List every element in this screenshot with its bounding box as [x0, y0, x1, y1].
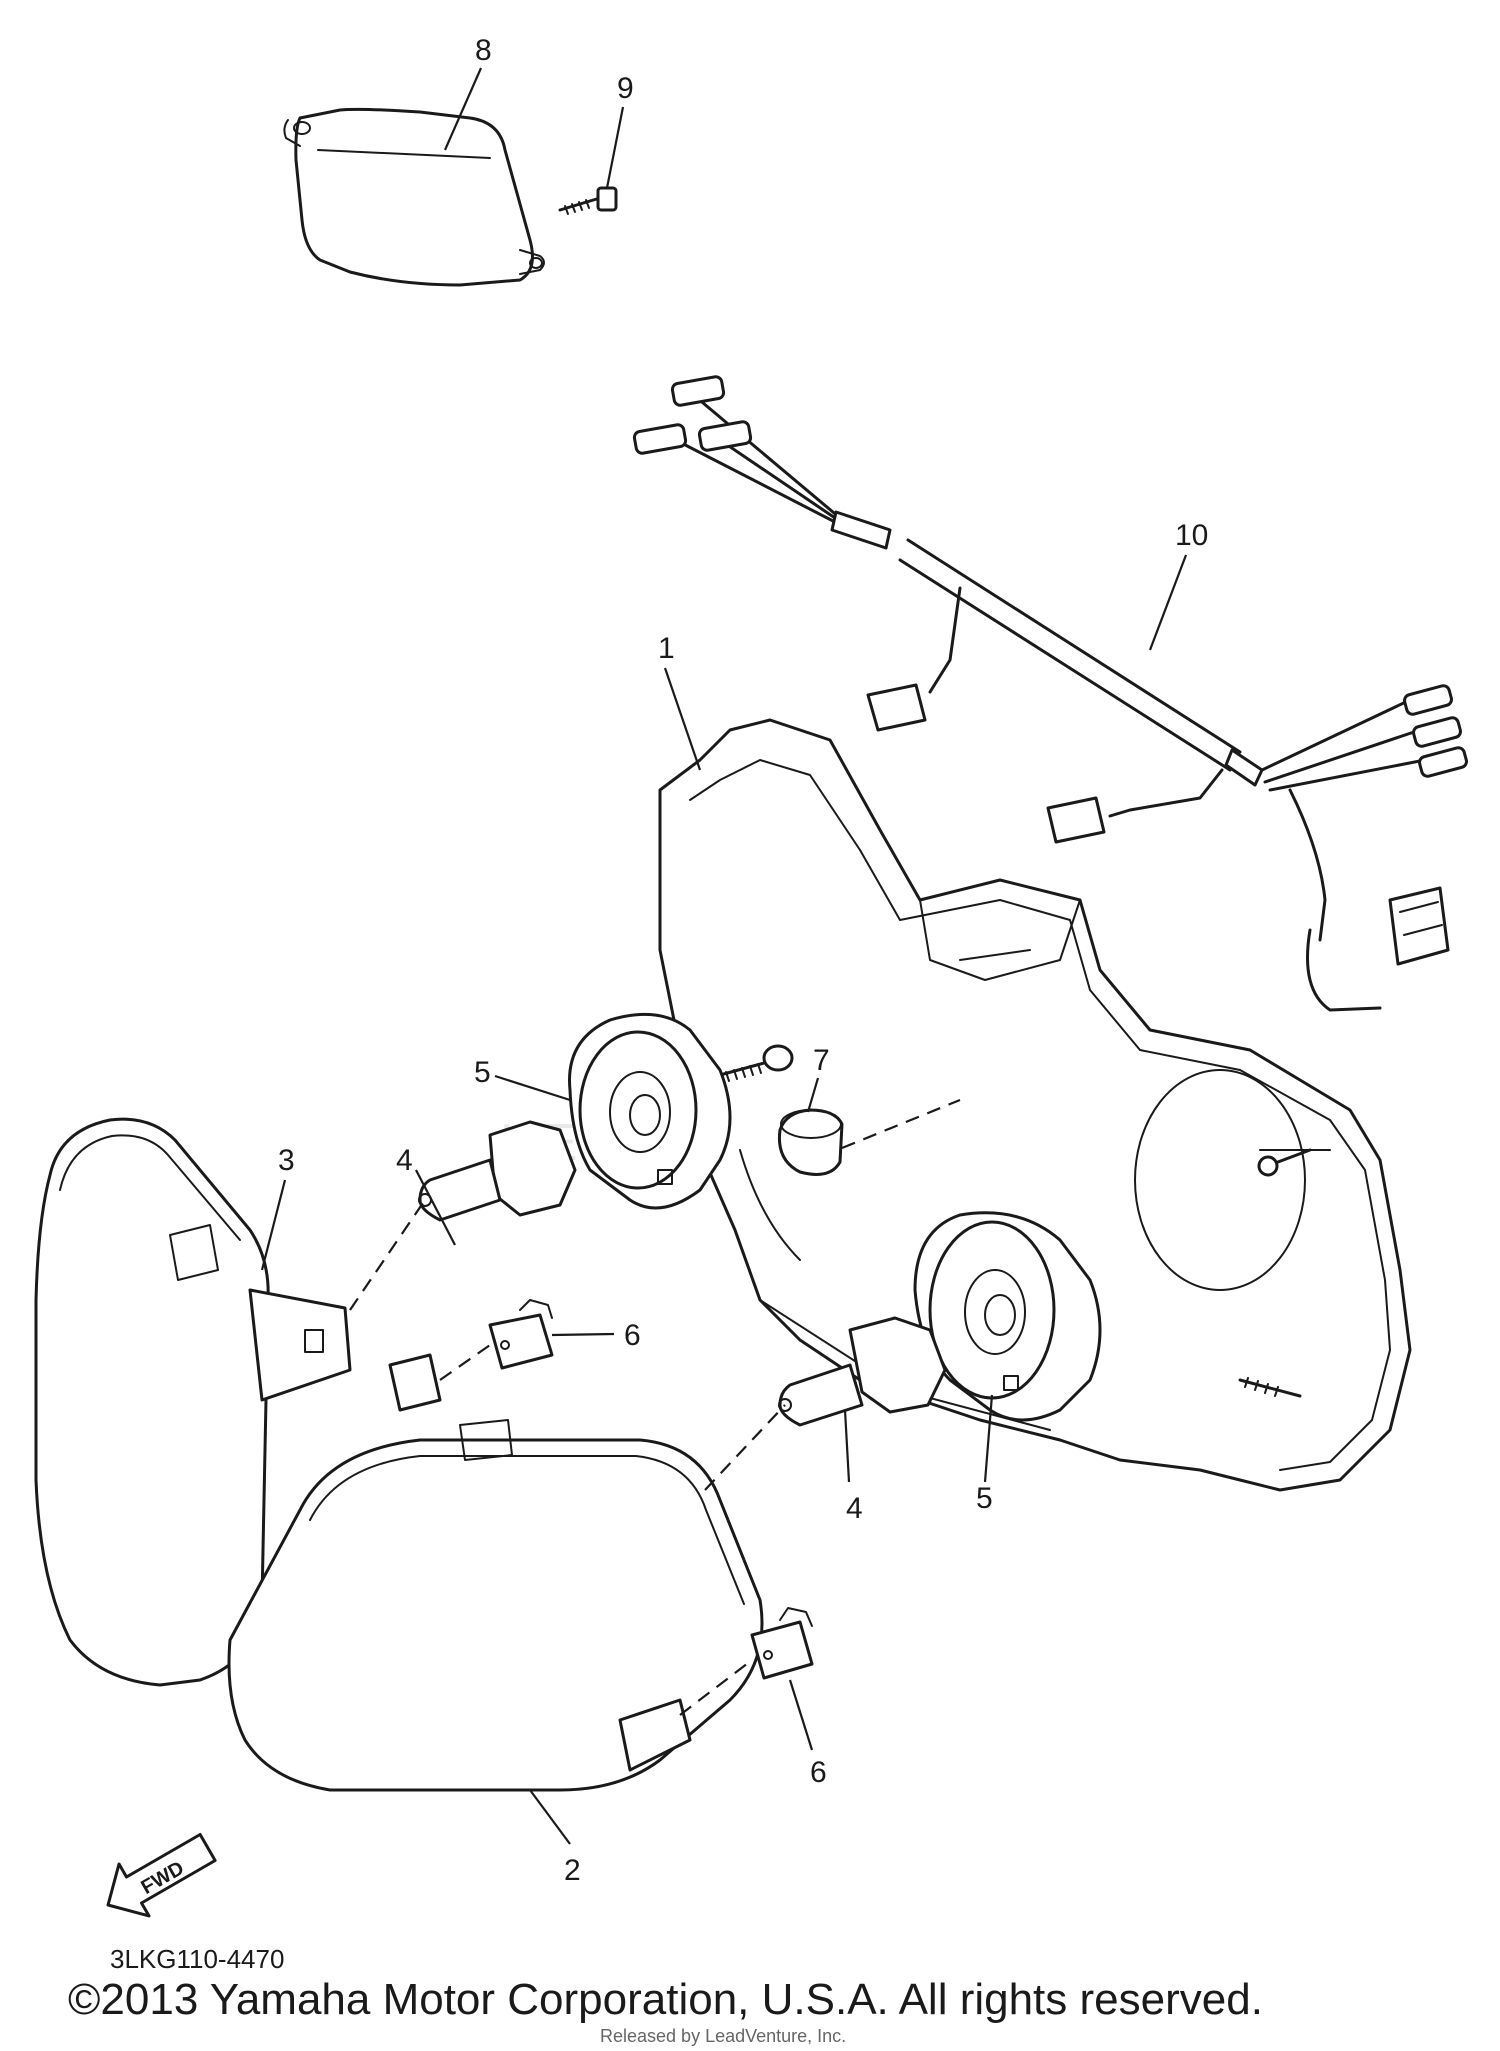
part-1-headlight-housing	[658, 718, 1412, 1492]
callout-5-upper: 5	[474, 1056, 491, 1089]
part-7-grommet	[777, 1108, 844, 1176]
part-4-bulb-upper	[418, 1120, 577, 1222]
leader-line-4-lower	[843, 1409, 851, 1483]
assembly-line-bulb-lower	[704, 1404, 786, 1491]
callout-6-lower: 6	[810, 1756, 827, 1789]
callout-4-upper: 4	[396, 1144, 413, 1177]
leader-line-1	[663, 667, 702, 771]
callout-2: 2	[564, 1854, 581, 1887]
assembly-line-connector-lower	[679, 1659, 753, 1716]
part-6-connector-upper	[488, 1299, 554, 1370]
callout-10: 10	[1175, 519, 1208, 552]
callout-9: 9	[617, 72, 634, 105]
diagram-code: 3LKG110-4470	[110, 1944, 285, 1974]
copyright-notice: ©2013 Yamaha Motor Corporation, U.S.A. A…	[68, 1975, 1263, 2024]
part-2-lens-lower	[227, 1353, 764, 1792]
assembly-line-connector-upper	[439, 1344, 491, 1381]
released-by-notice: Released by LeadVenture, Inc.	[600, 2026, 847, 2046]
part-8-cover	[283, 107, 545, 287]
callout-8: 8	[475, 34, 492, 67]
callout-3: 3	[278, 1144, 295, 1177]
callout-1: 1	[658, 632, 675, 665]
leader-line-2	[529, 1789, 571, 1845]
part-4-bulb-lower	[778, 1316, 947, 1427]
leader-line-10	[1148, 554, 1188, 651]
part-10-wire-harness	[632, 375, 1468, 1012]
fwd-arrow-icon: FWD	[106, 1833, 217, 1918]
leader-line-4-upper	[415, 1169, 456, 1246]
leader-line-8	[443, 67, 483, 151]
callout-4-lower: 4	[846, 1492, 863, 1525]
leader-line-7	[806, 1077, 820, 1113]
part-6-connector-lower	[750, 1607, 814, 1680]
part-5-socket-cover-lower	[913, 1211, 1102, 1422]
assembly-line-bulb-upper	[349, 1199, 426, 1311]
callout-7: 7	[813, 1044, 830, 1077]
leader-line-6-upper	[551, 1332, 615, 1337]
part-5-socket-cover-upper	[568, 1012, 732, 1210]
callout-5-lower: 5	[976, 1482, 993, 1515]
leader-line-5-upper	[494, 1074, 571, 1102]
leader-line-9	[605, 106, 625, 189]
callout-6-upper: 6	[624, 1319, 641, 1352]
part-9-screw	[558, 186, 618, 215]
part-3-lens-upper	[34, 1117, 352, 1687]
leader-line-3	[260, 1179, 287, 1271]
leader-line-5-lower	[983, 1394, 994, 1483]
leader-line-6-lower	[788, 1679, 814, 1751]
